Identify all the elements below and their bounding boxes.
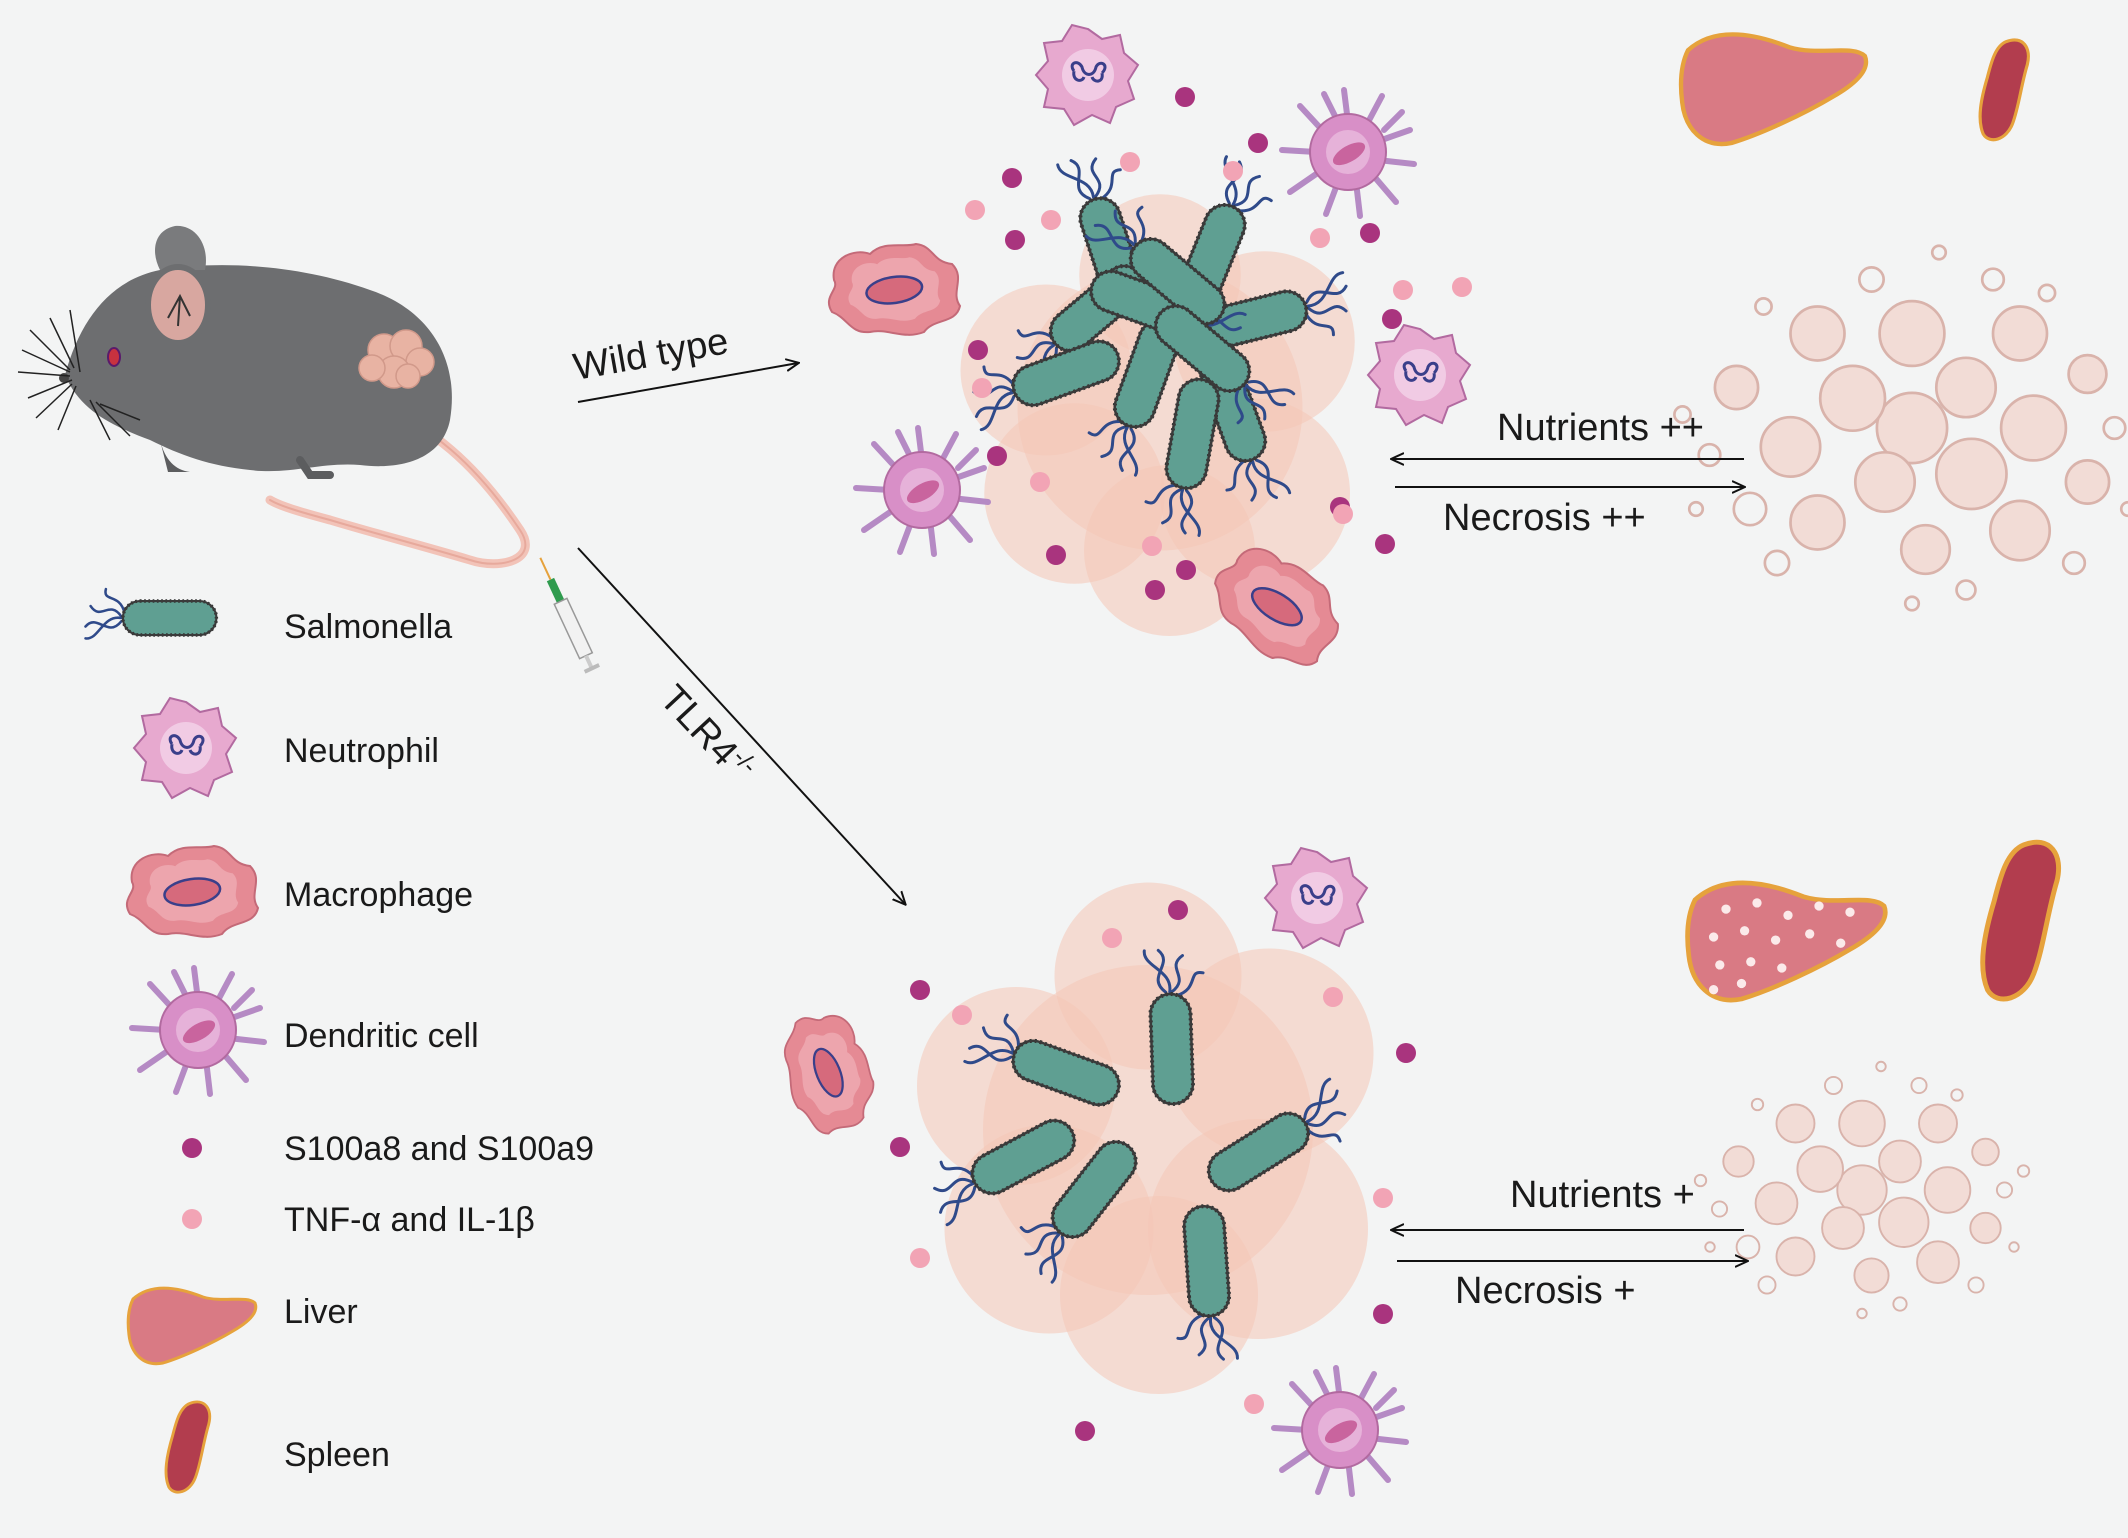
- legend-dendritic-cell-icon: [132, 968, 264, 1094]
- legend-label: Salmonella: [284, 608, 452, 646]
- macrophage-icon: [773, 1004, 884, 1141]
- spotted-liver-icon: [1688, 883, 1886, 1000]
- legend-label: TNF-α and IL-1β: [284, 1201, 535, 1239]
- legend-spleen-icon: [164, 1400, 212, 1494]
- legend-label: Neutrophil: [284, 732, 439, 770]
- legend-salmonella-icon: [83, 587, 219, 641]
- legend-label: Dendritic cell: [284, 1017, 479, 1055]
- necrotic-debris-icon: [1693, 1060, 2031, 1320]
- legend-purple-dot-icon: [182, 1138, 202, 1158]
- legend-label: Liver: [284, 1293, 358, 1331]
- wild-type-arrow: [577, 363, 798, 403]
- legend-neutrophil-icon: [132, 696, 238, 800]
- neutrophil-icon: [1263, 846, 1369, 950]
- nutrients-label-wt: Nutrients ++: [1497, 407, 1704, 449]
- liver-icon: [1681, 34, 1866, 144]
- wild-type-granuloma: [827, 23, 1472, 685]
- knockout-purple-dots: [890, 900, 1416, 1441]
- wild-type-pink-dots: [965, 152, 1472, 556]
- legend-label: Macrophage: [284, 876, 473, 914]
- dendritic-cell-icon: [856, 428, 988, 554]
- legend-liver-icon: [126, 1286, 258, 1366]
- mouse-icon: [17, 225, 530, 569]
- knockout-pink-dots: [910, 928, 1393, 1414]
- syringe-icon: [539, 557, 600, 674]
- spleen-icon: [1978, 38, 2030, 142]
- legend-label: S100a8 and S100a9: [284, 1130, 594, 1168]
- knockout-granuloma: [773, 846, 1416, 1494]
- dendritic-cell-icon: [1274, 1368, 1406, 1494]
- legend: Salmonella Neutrophil Macrophage Dendrit…: [83, 587, 594, 1494]
- neutrophil-icon: [1366, 323, 1472, 427]
- knockout-arrow: [577, 547, 905, 904]
- legend-label: Spleen: [284, 1436, 390, 1474]
- necrosis-label-ko: Necrosis +: [1455, 1270, 1636, 1312]
- knockout-label: TLR4-/-: [651, 676, 762, 791]
- legend-pink-dot-icon: [182, 1209, 202, 1229]
- necrotic-debris-icon: [1673, 244, 2128, 612]
- dendritic-cell-icon: [1282, 90, 1414, 216]
- neutrophil-icon: [1034, 23, 1140, 127]
- legend-macrophage-icon: [125, 844, 260, 939]
- nutrients-label-ko: Nutrients +: [1510, 1174, 1695, 1216]
- macrophage-icon: [827, 242, 962, 337]
- necrosis-label-wt: Necrosis ++: [1443, 497, 1646, 539]
- enlarged-spleen-icon: [1983, 842, 2059, 999]
